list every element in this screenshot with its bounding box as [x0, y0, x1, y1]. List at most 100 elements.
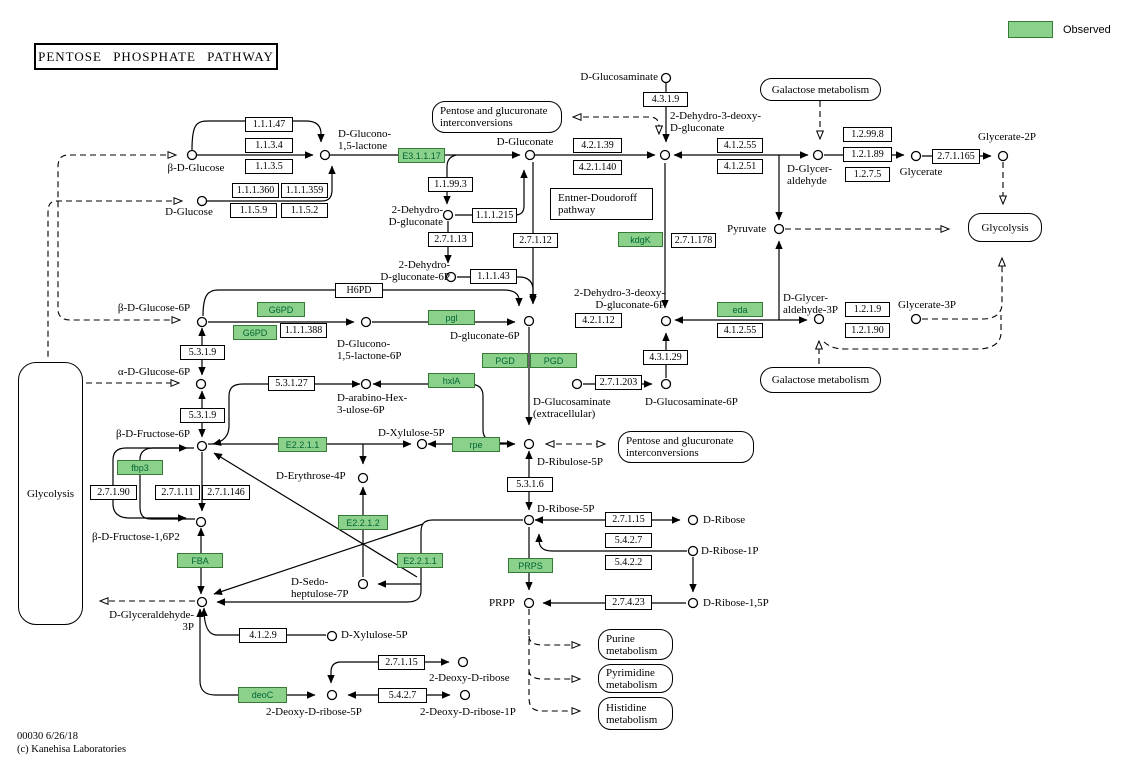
compound-node-glycerate[interactable] — [910, 150, 922, 162]
enzyme-box-1.1.5.2[interactable]: 1.1.5.2 — [281, 203, 328, 218]
compound-node-D-ribose[interactable] — [687, 514, 699, 526]
enzyme-box-1.1.1.215[interactable]: 1.1.1.215 — [472, 208, 517, 223]
enzyme-box-2.7.1.12[interactable]: 2.7.1.12 — [513, 233, 558, 248]
enzyme-box-4.1.2.9[interactable]: 4.1.2.9 — [239, 628, 287, 643]
enzyme-box-1.1.3.5[interactable]: 1.1.3.5 — [245, 159, 293, 174]
enzyme-box-2.7.1.11[interactable]: 2.7.1.11 — [155, 485, 200, 500]
enzyme-box-5.3.1.9[interactable]: 5.3.1.9 — [180, 408, 225, 423]
enzyme-box-5.4.2.7[interactable]: 5.4.2.7 — [605, 533, 652, 548]
compound-node-D-glucosaminate[interactable] — [660, 72, 672, 84]
enzyme-box-1.1.3.4[interactable]: 1.1.3.4 — [245, 138, 293, 153]
enzyme-box-1.1.1.388[interactable]: 1.1.1.388 — [280, 323, 327, 338]
compound-node-2-dehydro-3-deoxy-D-gluconate[interactable] — [659, 149, 671, 161]
enzyme-box-5.3.1.9[interactable]: 5.3.1.9 — [180, 345, 225, 360]
enzyme-box-H6PD[interactable]: H6PD — [335, 283, 383, 298]
compound-node-D-glucose[interactable] — [196, 195, 208, 207]
enzyme-box-1.2.1.89[interactable]: 1.2.1.89 — [843, 147, 892, 162]
compound-node-beta-D-glucose[interactable] — [186, 149, 198, 161]
enzyme-box-1.2.1.9[interactable]: 1.2.1.9 — [845, 302, 890, 317]
enzyme-box-4.2.1.140[interactable]: 4.2.1.140 — [573, 160, 622, 175]
compound-node-D-ribose-1-5P[interactable] — [687, 597, 699, 609]
compound-node-D-gluconate[interactable] — [524, 149, 536, 161]
compound-node-D-sedoheptulose-7P[interactable] — [357, 578, 369, 590]
gene-box-E2.2.1.1[interactable]: E2.2.1.1 — [397, 553, 443, 568]
gene-box-G6PD[interactable]: G6PD — [257, 302, 305, 317]
compound-node-beta-D-fructose-6P[interactable] — [196, 440, 208, 452]
gene-box-PGD[interactable]: PGD — [482, 353, 528, 368]
compound-node-D-erythrose-4P[interactable] — [357, 472, 369, 484]
enzyme-box-4.3.1.29[interactable]: 4.3.1.29 — [643, 350, 688, 365]
compound-node-D-glucono-1-5-lactone-6P[interactable] — [360, 316, 372, 328]
pathway-link-glycolysis[interactable]: Glycolysis — [968, 213, 1042, 242]
compound-node-glycerate-3P[interactable] — [910, 313, 922, 325]
compound-node-D-xylulose-5P[interactable] — [416, 438, 428, 450]
enzyme-box-5.4.2.2[interactable]: 5.4.2.2 — [605, 555, 652, 570]
compound-node-D-arabino-hex-3-ulose-6P[interactable] — [360, 378, 372, 390]
enzyme-box-2.7.1.15[interactable]: 2.7.1.15 — [605, 512, 652, 527]
compound-node-D-xylulose-5P-bottom[interactable] — [326, 630, 338, 642]
enzyme-box-1.1.1.360[interactable]: 1.1.1.360 — [232, 183, 279, 198]
compound-node-D-glyceraldehyde[interactable] — [812, 149, 824, 161]
enzyme-box-2.7.1.90[interactable]: 2.7.1.90 — [90, 485, 137, 500]
compound-node-D-glucosaminate-6P[interactable] — [660, 378, 672, 390]
enzyme-box-1.1.1.43[interactable]: 1.1.1.43 — [470, 269, 517, 284]
gene-box-hxlA[interactable]: hxlA — [428, 373, 475, 388]
compound-node-D-gluconate-6P[interactable] — [523, 315, 535, 327]
enzyme-box-4.1.2.55[interactable]: 4.1.2.55 — [717, 323, 763, 338]
gene-box-PRPS[interactable]: PRPS — [508, 558, 553, 573]
compound-node-PRPP[interactable] — [523, 597, 535, 609]
compound-node-D-glyceraldehyde-3P[interactable] — [196, 596, 208, 608]
enzyme-box-5.3.1.27[interactable]: 5.3.1.27 — [268, 376, 315, 391]
compound-node-D-glyceraldehyde-3P-upper[interactable] — [813, 313, 825, 325]
gene-box-deoC[interactable]: deoC — [238, 687, 287, 703]
compound-node-pyruvate[interactable] — [773, 223, 785, 235]
gene-box-eda[interactable]: eda — [717, 302, 763, 317]
enzyme-box-2.7.1.146[interactable]: 2.7.1.146 — [202, 485, 250, 500]
enzyme-box-2.7.1.178[interactable]: 2.7.1.178 — [671, 233, 716, 248]
enzyme-box-2.7.4.23[interactable]: 2.7.4.23 — [605, 595, 652, 610]
enzyme-box-4.2.1.12[interactable]: 4.2.1.12 — [575, 313, 622, 328]
enzyme-box-4.1.2.51[interactable]: 4.1.2.51 — [717, 159, 763, 174]
enzyme-box-5.3.1.6[interactable]: 5.3.1.6 — [507, 477, 553, 492]
gene-box-FBA[interactable]: FBA — [177, 553, 223, 568]
gene-box-E2.2.1.2[interactable]: E2.2.1.2 — [338, 515, 388, 530]
compound-node-glycerate-2P[interactable] — [997, 150, 1009, 162]
enzyme-box-1.1.5.9[interactable]: 1.1.5.9 — [230, 203, 277, 218]
gene-box-G6PD[interactable]: G6PD — [233, 325, 277, 340]
enzyme-box-1.1.1.359[interactable]: 1.1.1.359 — [281, 183, 328, 198]
compound-node-D-glucono-1-5-lactone[interactable] — [319, 149, 331, 161]
enzyme-box-5.4.2.7[interactable]: 5.4.2.7 — [378, 688, 427, 703]
gene-box-PGD[interactable]: PGD — [530, 353, 577, 368]
compound-node-beta-D-glucose-6P[interactable] — [196, 316, 208, 328]
gene-box-E2.2.1.1[interactable]: E2.2.1.1 — [278, 437, 327, 452]
compound-node-D-ribose-5P[interactable] — [523, 514, 535, 526]
compound-node-2-deoxy-D-ribose[interactable] — [457, 656, 469, 668]
compound-node-beta-D-fructose-1-6P2[interactable] — [195, 516, 207, 528]
compound-node-D-ribose-1P[interactable] — [687, 545, 699, 557]
gene-box-pgl[interactable]: pgl — [428, 310, 475, 325]
compound-node-2-dehydro-D-gluconate-6P[interactable] — [445, 271, 457, 283]
compound-node-2-dehydro-D-gluconate[interactable] — [442, 209, 454, 221]
pathway-link-galactose-metabolism[interactable]: Galactose metabolism — [760, 78, 881, 101]
compound-node-D-glucosaminate-extracellular[interactable] — [571, 378, 583, 390]
pathway-link-glycolysis[interactable]: Glycolysis — [18, 362, 83, 625]
gene-box-kdgK[interactable]: kdgK — [618, 232, 663, 247]
enzyme-box-4.3.1.9[interactable]: 4.3.1.9 — [643, 92, 688, 107]
enzyme-box-2.7.1.15[interactable]: 2.7.1.15 — [378, 655, 425, 670]
enzyme-box-4.2.1.39[interactable]: 4.2.1.39 — [573, 138, 622, 153]
enzyme-box-1.1.99.3[interactable]: 1.1.99.3 — [428, 177, 473, 192]
enzyme-box-2.7.1.13[interactable]: 2.7.1.13 — [428, 232, 473, 247]
enzyme-box-1.1.1.47[interactable]: 1.1.1.47 — [245, 117, 293, 132]
enzyme-box-1.2.99.8[interactable]: 1.2.99.8 — [843, 127, 892, 142]
enzyme-box-2.7.1.165[interactable]: 2.7.1.165 — [932, 149, 980, 164]
gene-box-fbp3[interactable]: fbp3 — [117, 460, 163, 475]
compound-node-D-ribulose-5P[interactable] — [523, 438, 535, 450]
compound-node-2-deoxy-D-ribose-5P[interactable] — [326, 689, 338, 701]
compound-node-2-dehydro-3-deoxy-D-gluconate-6P[interactable] — [660, 315, 672, 327]
